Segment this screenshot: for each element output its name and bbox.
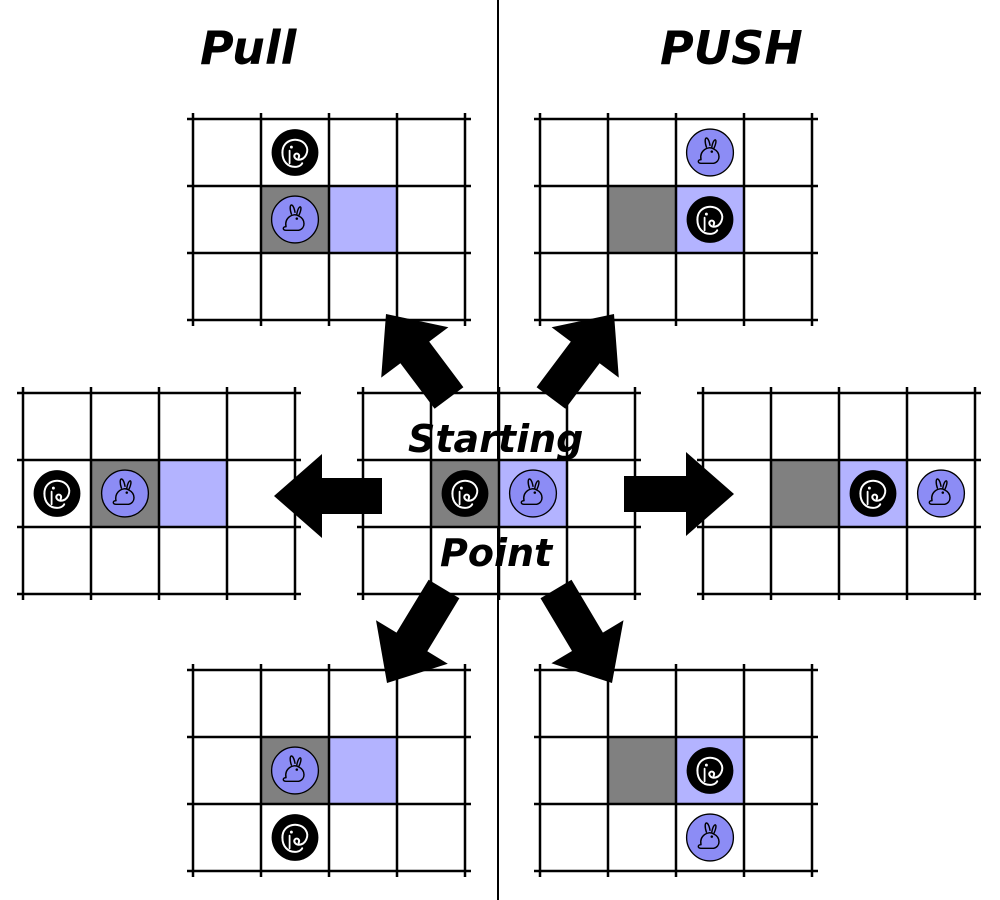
point-label: Point xyxy=(440,531,554,575)
panel-pull-up xyxy=(187,113,471,326)
elephant-icon xyxy=(270,128,320,177)
panel-pull-down xyxy=(187,664,471,877)
rabbit-icon xyxy=(100,469,150,518)
arrow-to-push-right xyxy=(624,452,734,536)
arrow-to-pull-left xyxy=(274,454,382,538)
push-heading: PUSH xyxy=(660,21,803,75)
origin-cell xyxy=(771,460,839,527)
arrow-to-push-up xyxy=(536,314,619,409)
elephant-icon xyxy=(685,195,735,244)
arrow-to-push-down xyxy=(540,579,624,683)
rabbit-icon xyxy=(685,128,735,177)
starting-label: Starting xyxy=(408,417,583,461)
rabbit-icon xyxy=(916,469,966,518)
origin-cell xyxy=(608,186,676,253)
starting-point-label: Starting Point xyxy=(408,417,583,575)
panel-push-right xyxy=(697,387,981,600)
rabbit-icon xyxy=(685,813,735,862)
target-cell xyxy=(329,737,397,804)
elephant-icon xyxy=(440,469,490,518)
panel-push-down xyxy=(534,664,818,877)
panel-pull-left xyxy=(17,387,301,600)
panel-push-up xyxy=(534,113,818,326)
panels-layer xyxy=(17,113,981,877)
elephant-icon xyxy=(685,746,735,795)
panel-starting-point xyxy=(357,387,641,600)
origin-cell xyxy=(608,737,676,804)
rabbit-icon xyxy=(508,469,558,518)
pull-heading: Pull xyxy=(200,21,298,75)
arrows-layer xyxy=(274,314,734,683)
elephant-icon xyxy=(32,469,82,518)
elephant-icon xyxy=(848,469,898,518)
target-cell xyxy=(329,186,397,253)
arrow-to-pull-down xyxy=(376,579,460,683)
elephant-icon xyxy=(270,813,320,862)
target-cell xyxy=(159,460,227,527)
rabbit-icon xyxy=(270,195,320,244)
arrow-to-pull-up xyxy=(381,314,464,409)
rabbit-icon xyxy=(270,746,320,795)
